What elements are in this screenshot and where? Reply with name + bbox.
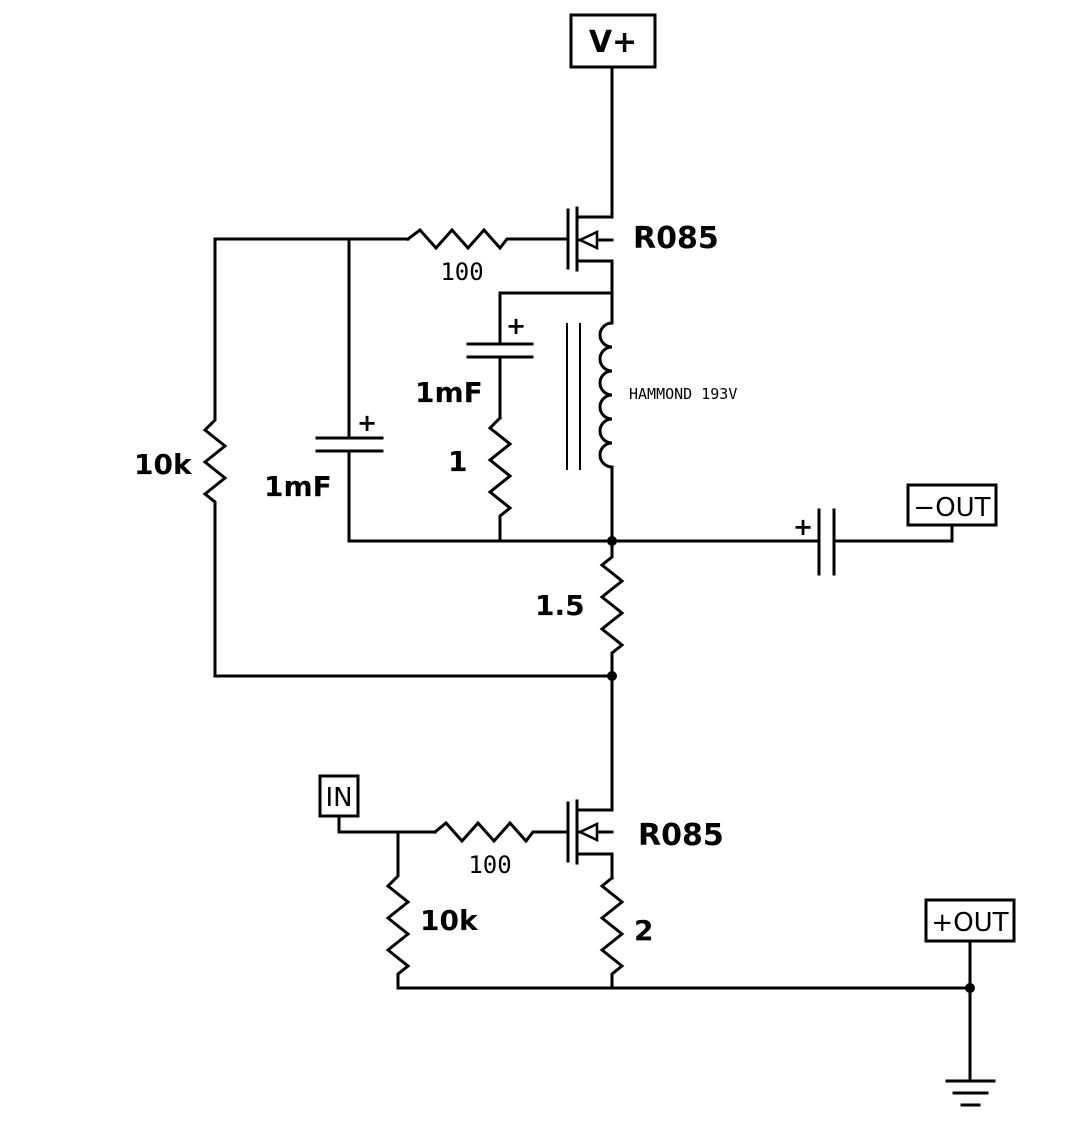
mosfet-q1: R085 xyxy=(566,206,719,272)
r-gate-bottom-label: 100 xyxy=(468,851,511,879)
r-gate-top-label: 100 xyxy=(440,258,483,286)
out-minus-terminal: −OUT xyxy=(906,483,998,527)
resistor-mid xyxy=(599,539,625,678)
r-bias-top-label: 10k xyxy=(134,448,193,481)
q2-part-label: R085 xyxy=(638,818,724,853)
wire-input xyxy=(337,814,437,834)
ground-icon xyxy=(945,1079,996,1107)
input-label: IN xyxy=(325,783,352,813)
resistor-source xyxy=(599,875,625,990)
c-left-label: 1mF xyxy=(264,470,332,503)
out-plus-label: +OUT xyxy=(931,908,1008,938)
r-mid-label: 1.5 xyxy=(535,589,585,622)
input-terminal: IN xyxy=(318,774,360,818)
out-minus-label: −OUT xyxy=(913,493,990,523)
r-one-label: 1 xyxy=(448,445,467,478)
c-top-plus: + xyxy=(506,312,526,340)
r-source-label: 2 xyxy=(634,914,653,947)
capacitor-left: + 1mF xyxy=(264,237,614,543)
q1-part-label: R085 xyxy=(633,221,719,256)
resistor-bias-bottom xyxy=(385,830,411,990)
resistor-gate-bottom xyxy=(432,820,570,844)
wire-mid-q2-drain xyxy=(575,674,614,812)
wire-vplus-drain xyxy=(575,65,614,219)
r-bias-bottom-label: 10k xyxy=(420,904,479,937)
c-left-plus: + xyxy=(357,409,377,437)
resistor-bias-top xyxy=(202,237,614,678)
inductor-label: HAMMOND 193V xyxy=(629,385,737,403)
inductor: HAMMOND 193V xyxy=(566,321,737,470)
c-top-label: 1mF xyxy=(415,376,483,409)
resistor-gate-top xyxy=(405,227,570,251)
resistor-one xyxy=(487,415,513,543)
capacitor-top: + 1mF xyxy=(415,291,534,420)
c-out-plus: + xyxy=(793,513,813,541)
vplus-label: V+ xyxy=(589,25,637,60)
mosfet-q2: R085 xyxy=(566,799,724,880)
vplus-terminal: V+ xyxy=(569,13,657,69)
capacitor-output: + xyxy=(610,508,954,576)
out-plus-terminal: +OUT xyxy=(924,898,1016,943)
